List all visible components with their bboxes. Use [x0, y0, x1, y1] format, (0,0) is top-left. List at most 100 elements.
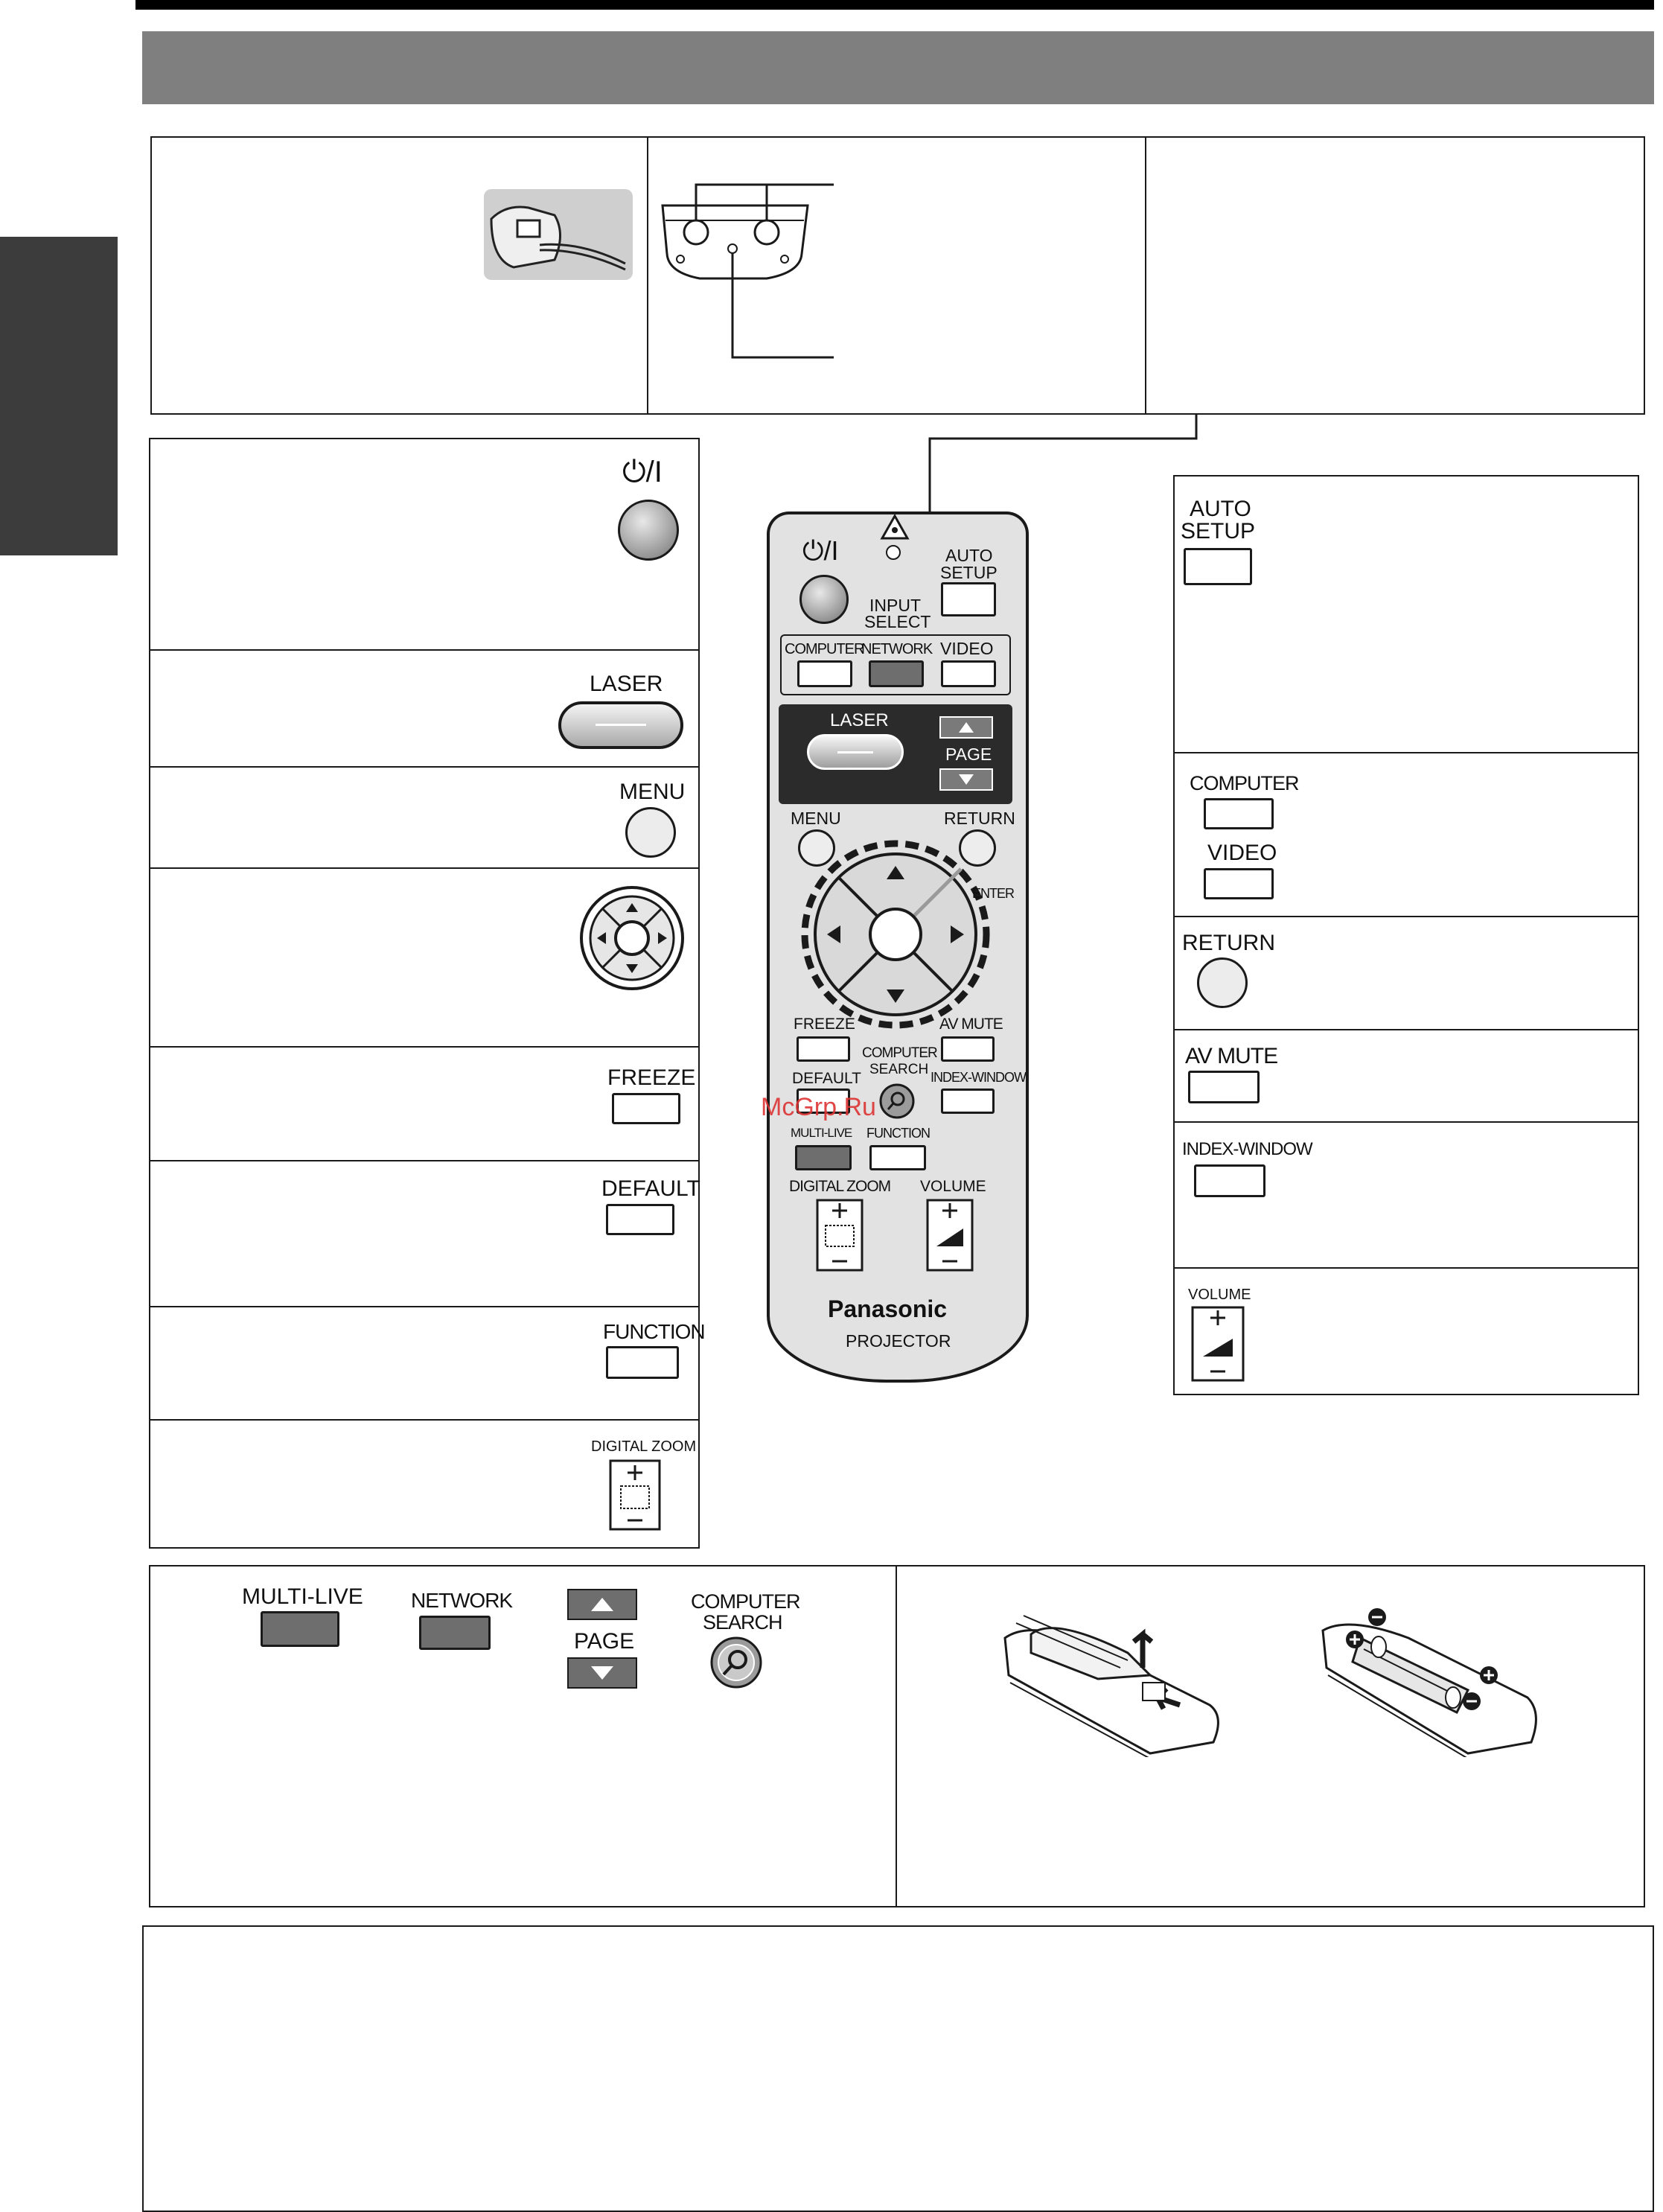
auto-setup-button[interactable]: [1184, 548, 1252, 585]
remote-index-window-button[interactable]: [941, 1089, 995, 1114]
remote-default-label: DEFAULT: [792, 1070, 861, 1087]
remote-return-label: RETURN: [944, 809, 1015, 828]
network-button[interactable]: [419, 1616, 491, 1650]
computer-search-label-2: SEARCH: [703, 1611, 783, 1633]
remote-auto-setup-button[interactable]: [941, 582, 996, 616]
remote-volume-label: VOLUME: [920, 1178, 986, 1195]
remote-computer-search-label-1: COMPUTER: [862, 1045, 938, 1061]
remote-computer-search-label-2: SEARCH: [869, 1062, 929, 1077]
header-bar: [142, 31, 1654, 104]
return-label: RETURN: [1182, 931, 1275, 955]
remote-product-label: PROJECTOR: [846, 1331, 951, 1351]
freeze-label: FREEZE: [607, 1065, 696, 1090]
remote-top-view-illustration: [661, 183, 834, 359]
av-mute-label: AV MUTE: [1185, 1044, 1278, 1068]
left-divider: [149, 1419, 700, 1421]
remote-auto-label-2: SETUP: [940, 563, 998, 582]
right-divider: [1173, 752, 1639, 753]
cursor-pad-illustration[interactable]: [578, 884, 686, 992]
left-divider: [149, 1046, 700, 1048]
input-select-group: [780, 634, 1011, 695]
remote-laser-label: LASER: [830, 710, 889, 730]
av-mute-button[interactable]: [1188, 1071, 1260, 1103]
remote-volume-rocker[interactable]: [926, 1199, 974, 1272]
strap-illustration: [484, 189, 633, 280]
video-label: VIDEO: [1207, 841, 1277, 865]
volume-label: VOLUME: [1188, 1287, 1251, 1303]
left-divider: [149, 1306, 700, 1307]
video-button[interactable]: [1204, 868, 1274, 899]
left-divider: [149, 867, 700, 869]
remote-index-window-label: INDEX-WINDOW: [931, 1070, 1027, 1085]
power-label: ⏻/I: [622, 456, 663, 488]
remote-multilive-button[interactable]: [795, 1145, 852, 1170]
right-divider: [1173, 1029, 1639, 1030]
right-panel: [1173, 475, 1639, 1395]
computer-search-button[interactable]: [709, 1635, 764, 1690]
remote-menu-button[interactable]: [798, 829, 835, 867]
right-divider: [1173, 916, 1639, 917]
remote-freeze-button[interactable]: [797, 1036, 850, 1062]
remote-function-button[interactable]: [869, 1145, 926, 1170]
menu-button[interactable]: [625, 807, 676, 858]
remote-computer-search-button[interactable]: [878, 1083, 916, 1120]
remote-network-button[interactable]: [869, 660, 924, 687]
default-button[interactable]: [606, 1204, 674, 1235]
page-up-button[interactable]: [567, 1589, 637, 1620]
notes-box: [142, 1925, 1654, 2212]
multi-live-label: MULTI-LIVE: [242, 1584, 363, 1609]
digital-zoom-button[interactable]: [609, 1459, 661, 1531]
remote-video-label: VIDEO: [940, 639, 994, 658]
remote-power-button[interactable]: [799, 575, 849, 624]
left-panel: [149, 438, 700, 1549]
laser-warning-icon: [880, 514, 910, 540]
top-rule: [135, 0, 1654, 10]
remote-cursor-pad[interactable]: [800, 838, 994, 1031]
remote-avmute-label: AV MUTE: [939, 1016, 1003, 1033]
remote-digital-zoom-rocker[interactable]: [816, 1199, 864, 1272]
return-button[interactable]: [1197, 957, 1248, 1008]
remote-computer-label: COMPUTER: [785, 641, 864, 657]
function-label: FUNCTION: [603, 1320, 706, 1343]
remote-brand-logo: Panasonic: [828, 1295, 948, 1322]
remote-page-down-button[interactable]: [939, 768, 993, 791]
auto-setup-label-1: AUTO: [1190, 497, 1251, 521]
remote-computer-button[interactable]: [797, 660, 852, 687]
remote-multilive-label: MULTI-LIVE: [791, 1126, 852, 1140]
freeze-button[interactable]: [612, 1093, 680, 1124]
function-button[interactable]: [606, 1346, 679, 1379]
remote-return-button[interactable]: [959, 829, 996, 867]
page-label: PAGE: [574, 1629, 635, 1654]
remote-avmute-button[interactable]: [941, 1036, 995, 1062]
page-down-button[interactable]: [567, 1657, 637, 1689]
top-divider-1: [647, 136, 648, 415]
multi-live-button[interactable]: [261, 1611, 339, 1647]
laser-button[interactable]: [558, 701, 683, 749]
digital-zoom-label: DIGITAL ZOOM: [591, 1438, 697, 1455]
leader-line: [928, 413, 1198, 538]
volume-rocker[interactable]: [1191, 1306, 1245, 1382]
default-label: DEFAULT: [601, 1176, 700, 1201]
bottom-divider: [896, 1565, 897, 1907]
index-window-label: INDEX-WINDOW: [1182, 1139, 1313, 1159]
remote-menu-label: MENU: [791, 809, 841, 828]
input-select-label-1: INPUT: [869, 596, 921, 615]
computer-button[interactable]: [1204, 798, 1274, 829]
index-window-button[interactable]: [1194, 1164, 1265, 1197]
indicator-led: [886, 545, 901, 560]
remote-auto-label-1: AUTO: [945, 546, 993, 565]
remote-default-button[interactable]: [797, 1089, 850, 1114]
remote-laser-button[interactable]: [807, 734, 904, 770]
bottom-row: [149, 1565, 1645, 1907]
remote-enter-label: ENTER: [972, 886, 1015, 901]
remote-page-up-button[interactable]: [939, 716, 993, 739]
network-label: NETWORK: [411, 1589, 513, 1612]
remote-video-button[interactable]: [941, 660, 996, 687]
auto-setup-label-2: SETUP: [1181, 519, 1256, 544]
remote-function-label: FUNCTION: [866, 1126, 931, 1141]
power-button[interactable]: [618, 500, 679, 561]
remote-digital-zoom-label: DIGITAL ZOOM: [789, 1178, 891, 1195]
battery-compartment-illustration: [1321, 1608, 1537, 1757]
right-divider: [1173, 1267, 1639, 1269]
laser-label: LASER: [590, 672, 663, 696]
